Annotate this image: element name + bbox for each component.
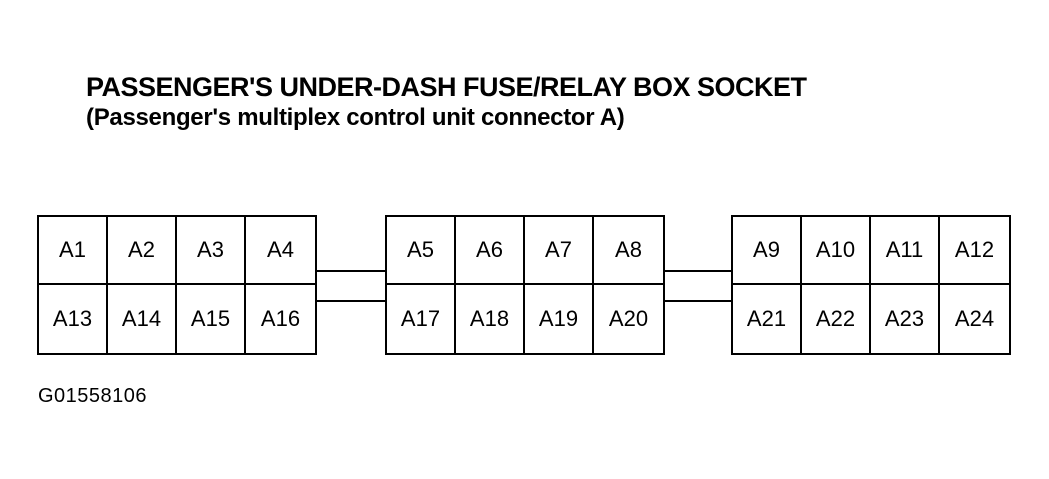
pin-cell: A12 <box>940 217 1009 285</box>
pin-cell: A4 <box>246 217 315 285</box>
pin-cell: A5 <box>387 217 456 285</box>
pin-cell: A11 <box>871 217 940 285</box>
pin-cell: A19 <box>525 285 594 353</box>
pin-cell: A20 <box>608 306 649 331</box>
pin-cell: A23 <box>871 285 940 353</box>
pin-cell: A15 <box>177 285 246 353</box>
connector-block-left: A1 A2 A3 A4 A13 A14 A15 A16 <box>37 215 317 355</box>
connector-block-middle: A5 A6 A7 A8 A17 A18 A19 A20 <box>385 215 665 355</box>
figure-code: G01558106 <box>38 385 148 407</box>
pin-cell: A13 <box>39 285 108 353</box>
connector-block-right: A9 A10 A11 A12 A21 A22 A23 A24 <box>731 215 1011 355</box>
diagram-subtitle: (Passenger's multiplex control unit conn… <box>86 104 625 131</box>
pin-cell: A18 <box>456 285 525 353</box>
connector-link-middle-right <box>665 270 731 302</box>
pin-cell: A16 <box>260 306 301 331</box>
pin-cell: A14 <box>108 285 177 353</box>
pin-cell: A21 <box>733 285 802 353</box>
pin-cell: A8 <box>594 217 663 285</box>
pin-cell: A6 <box>456 217 525 285</box>
pin-cell: A1 <box>39 217 108 285</box>
pin-cell: A24 <box>954 306 995 331</box>
pin-cell: A22 <box>802 285 871 353</box>
pin-cell: A17 <box>387 285 456 353</box>
pin-cell: A2 <box>108 217 177 285</box>
pin-cell: A3 <box>177 217 246 285</box>
pin-cell: A9 <box>733 217 802 285</box>
connector-link-left-middle <box>317 270 385 302</box>
pin-cell: A7 <box>525 217 594 285</box>
diagram-title: PASSENGER'S UNDER-DASH FUSE/RELAY BOX SO… <box>86 72 807 102</box>
pin-cell: A10 <box>802 217 871 285</box>
